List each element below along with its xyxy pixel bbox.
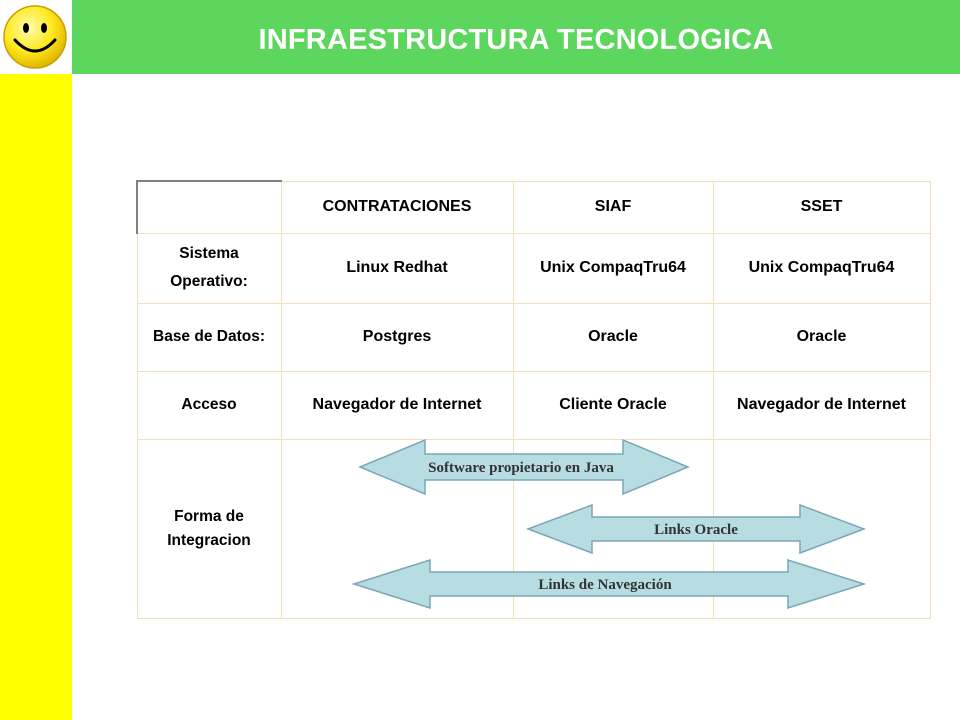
table-cell [512, 438, 714, 619]
row-header-acceso: Acceso [136, 370, 282, 440]
table-cell [280, 438, 514, 619]
row-header-forma-de-integracion: Forma de Integracion [136, 438, 282, 619]
page-title: INFRAESTRUCTURA TECNOLOGICA [258, 24, 774, 56]
logo-area [0, 0, 72, 74]
table-corner-cell [136, 180, 282, 234]
table-cell: Cliente Oracle [512, 370, 714, 440]
table-header-row: CONTRATACIONES SIAF SSET [136, 180, 931, 234]
left-accent-bar [0, 0, 72, 720]
table-cell: Unix CompaqTru64 [512, 232, 714, 304]
title-bar [72, 0, 960, 74]
table-row: Base de Datos: Postgres Oracle Oracle [136, 302, 931, 372]
table-cell: Unix CompaqTru64 [712, 232, 931, 304]
table-cell: Postgres [280, 302, 514, 372]
table-row: Acceso Navegador de Internet Cliente Ora… [136, 370, 931, 440]
table-row: Forma de Integracion [136, 438, 931, 619]
column-header-siaf: SIAF [512, 180, 714, 234]
column-header-contrataciones: CONTRATACIONES [280, 180, 514, 234]
smiley-logo-icon [3, 5, 67, 69]
infrastructure-table: CONTRATACIONES SIAF SSET Sistema Operati… [136, 180, 931, 619]
table-cell: Oracle [712, 302, 931, 372]
table-cell [712, 438, 931, 619]
table-cell: Linux Redhat [280, 232, 514, 304]
table-cell: Navegador de Internet [712, 370, 931, 440]
table-row: Sistema Operativo: Linux Redhat Unix Com… [136, 232, 931, 304]
table-cell: Oracle [512, 302, 714, 372]
table-cell: Navegador de Internet [280, 370, 514, 440]
row-header-sistema-operativo: Sistema Operativo: [136, 232, 282, 304]
row-header-base-de-datos: Base de Datos: [136, 302, 282, 372]
column-header-sset: SSET [712, 180, 931, 234]
